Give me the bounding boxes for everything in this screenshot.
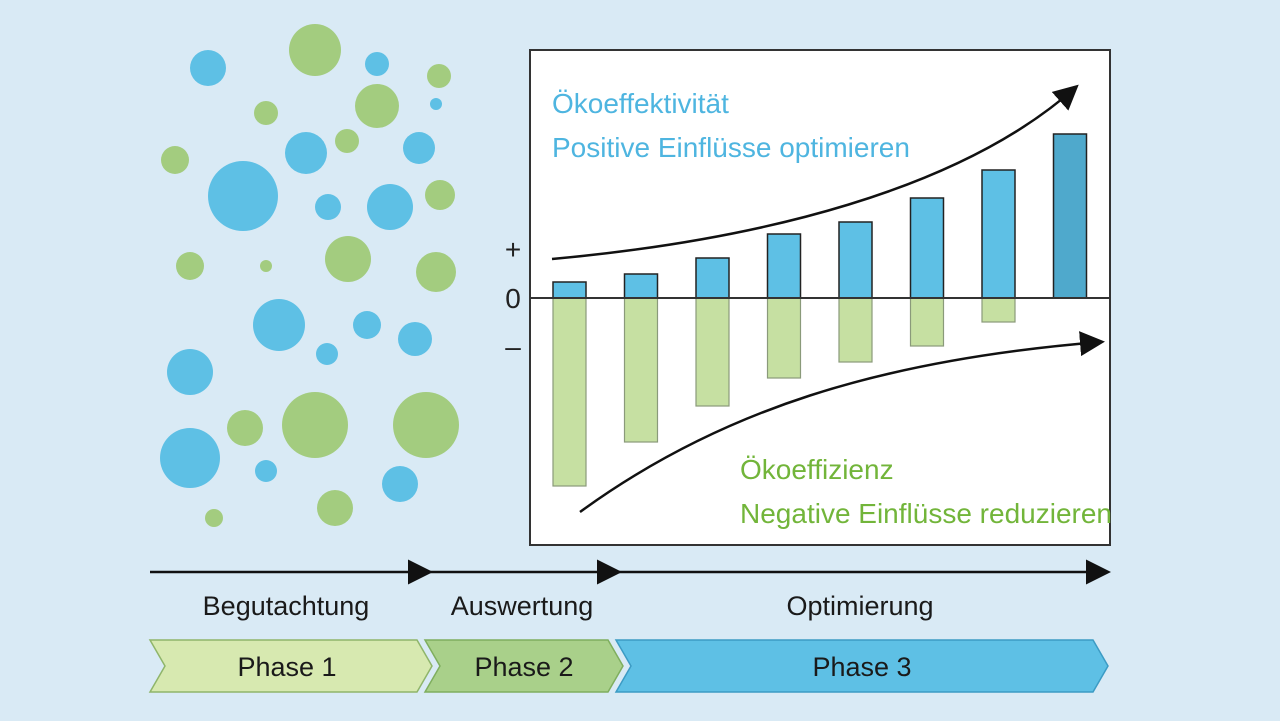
decorative-circle-icon <box>227 410 263 446</box>
decorative-circle-icon <box>205 509 223 527</box>
decorative-circle-icon <box>427 64 451 88</box>
decorative-circle-icon <box>353 311 381 339</box>
decorative-circle-icon <box>160 428 220 488</box>
positive-bar-8 <box>1052 133 1088 299</box>
phase-bar: Phase 1 Phase 2 Phase 3 <box>148 639 1109 693</box>
phase-3-chevron <box>614 639 1109 693</box>
efficiency-subtitle: Negative Einflüsse reduzieren <box>740 498 1112 529</box>
negative-bar-6 <box>909 297 945 347</box>
decorative-circle-icon <box>335 129 359 153</box>
decorative-circle-icon <box>382 466 418 502</box>
decorative-circle-icon <box>255 460 277 482</box>
stage-begutachtung: Begutachtung <box>203 591 370 621</box>
negative-bar-3 <box>695 297 730 407</box>
negative-bar-5 <box>838 297 873 363</box>
phase-2-chevron <box>423 639 624 693</box>
decorative-circle-icon <box>416 252 456 292</box>
decorative-circle-icon <box>161 146 189 174</box>
axis-minus-label: – <box>505 331 521 362</box>
positive-bar-1 <box>552 281 587 299</box>
effectiveness-title: Ökoeffektivität <box>552 88 729 119</box>
positive-bar-5 <box>838 221 873 299</box>
positive-bar-2 <box>623 273 659 299</box>
decorative-circle-icon <box>425 180 455 210</box>
decorative-circle-icon <box>317 490 353 526</box>
timeline: Begutachtung Auswertung Optimierung <box>150 559 1111 621</box>
positive-bar-6 <box>909 197 945 299</box>
phase-2-label: Phase 2 <box>474 652 573 682</box>
negative-bar-2 <box>623 297 659 443</box>
decorative-circle-icon <box>355 84 399 128</box>
negative-bar-7 <box>981 297 1016 323</box>
decorative-circle-icon <box>254 101 278 125</box>
positive-bar-7 <box>981 169 1016 299</box>
decorative-circle-icon <box>253 299 305 351</box>
decorative-circle-icon <box>398 322 432 356</box>
efficiency-trend-arrow <box>579 331 1105 514</box>
decorative-circle-icon <box>393 392 459 458</box>
decorative-circle-icon <box>260 260 272 272</box>
negative-bar-4 <box>766 297 802 379</box>
decorative-circle-icon <box>208 161 278 231</box>
scattered-circles-icon <box>160 24 459 527</box>
axis-zero-label: 0 <box>505 283 521 314</box>
bar-group <box>552 133 1088 487</box>
decorative-circle-icon <box>282 392 348 458</box>
chart-panel: Ökoeffektivität Positive Einflüsse optim… <box>529 49 1112 546</box>
decorative-circle-icon <box>325 236 371 282</box>
decorative-circle-icon <box>315 194 341 220</box>
decorative-circle-icon <box>365 52 389 76</box>
stage-auswertung: Auswertung <box>451 591 594 621</box>
negative-bar-1 <box>552 297 587 487</box>
effectiveness-subtitle: Positive Einflüsse optimieren <box>552 132 910 163</box>
decorative-circle-icon <box>285 132 327 174</box>
decorative-circle-icon <box>289 24 341 76</box>
decorative-circle-icon <box>430 98 442 110</box>
phase-1-label: Phase 1 <box>237 652 336 682</box>
decorative-circle-icon <box>176 252 204 280</box>
upward-trend-arrow <box>551 84 1079 261</box>
phase-3-label: Phase 3 <box>812 652 911 682</box>
decorative-circle-icon <box>316 343 338 365</box>
positive-bar-3 <box>695 257 730 299</box>
axis-plus-label: + <box>505 234 521 265</box>
stage-optimierung: Optimierung <box>786 591 933 621</box>
decorative-circle-icon <box>167 349 213 395</box>
decorative-circle-icon <box>367 184 413 230</box>
decorative-circle-icon <box>190 50 226 86</box>
positive-bar-4 <box>766 233 802 299</box>
efficiency-title: Ökoeffizienz <box>740 454 894 485</box>
phase-1-chevron <box>148 639 433 693</box>
decorative-circle-icon <box>403 132 435 164</box>
